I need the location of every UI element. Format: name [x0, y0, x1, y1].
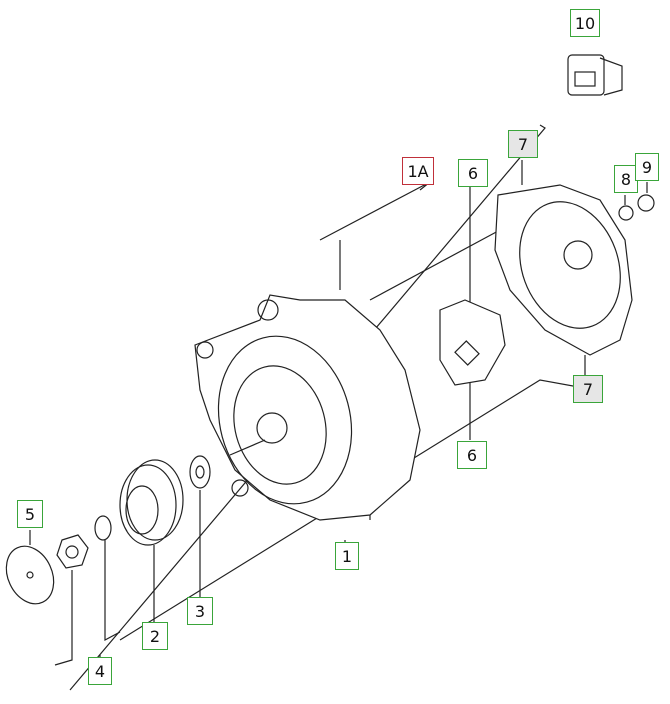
- alternator-body-part: [194, 294, 421, 521]
- washer-part: [189, 455, 211, 489]
- rear-cover-part: [494, 184, 633, 356]
- callout-5[interactable]: 5: [17, 500, 43, 528]
- callout-10[interactable]: 10: [570, 9, 600, 37]
- callout-6-bottom[interactable]: 6: [457, 441, 487, 469]
- callout-7-bottom[interactable]: 7: [573, 375, 603, 403]
- callout-1a[interactable]: 1A: [402, 157, 434, 185]
- spring-washer-part: [94, 515, 112, 541]
- pulley-nut-part: [56, 534, 89, 569]
- callout-6-top[interactable]: 6: [458, 159, 488, 187]
- pulley-part: [119, 459, 184, 546]
- callout-4[interactable]: 4: [88, 657, 112, 685]
- nut-part-8: [618, 205, 634, 221]
- callout-3[interactable]: 3: [187, 597, 213, 625]
- callout-1[interactable]: 1: [335, 542, 359, 570]
- nut-part-9: [637, 194, 655, 212]
- callout-7-top[interactable]: 7: [508, 130, 538, 158]
- callout-2[interactable]: 2: [142, 622, 168, 650]
- voltage-regulator-part: [439, 299, 506, 386]
- cap-part: [5, 545, 55, 605]
- connector-part: [567, 54, 623, 96]
- callout-9[interactable]: 9: [635, 153, 659, 181]
- callout-8[interactable]: 8: [614, 165, 638, 193]
